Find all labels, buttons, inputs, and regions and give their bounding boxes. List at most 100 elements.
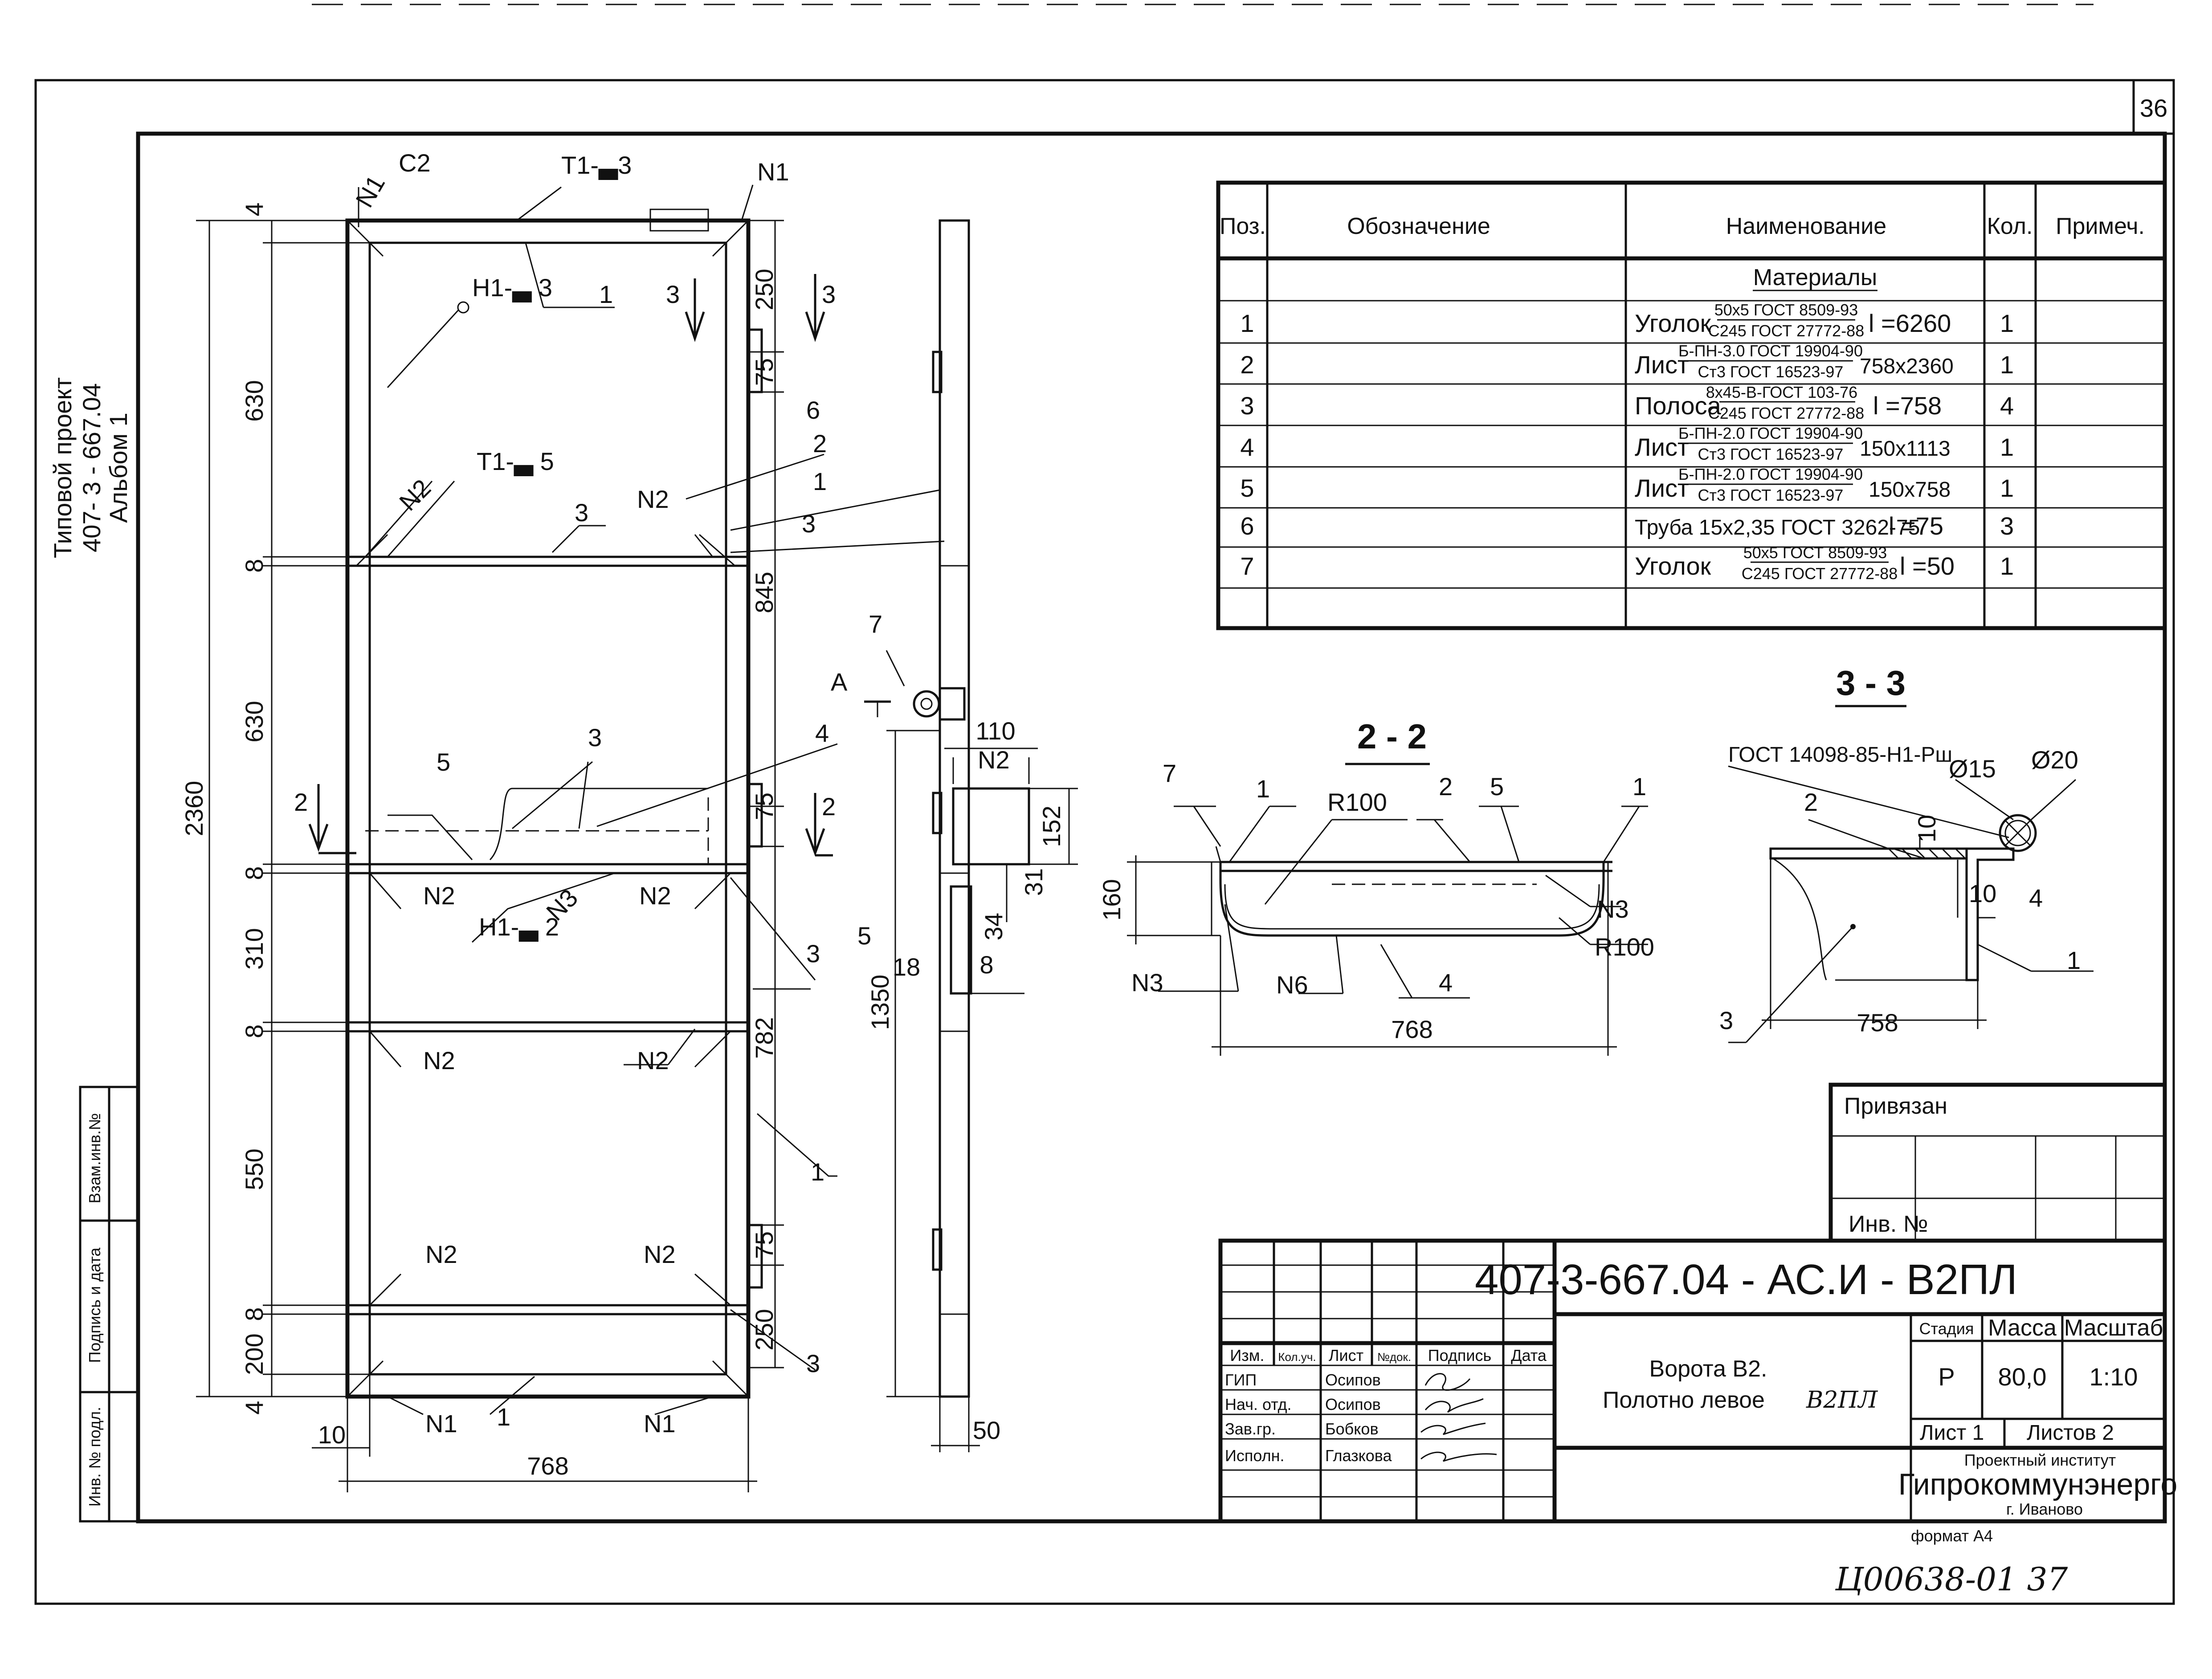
spec-pos: 4 [1240,433,1254,461]
label-pos3-upper: 3 [575,498,588,527]
label-h1-d2: H1-▃ 2 [479,913,559,942]
sheet-frame [34,4,2175,1605]
spec-size: l =6260 [1869,309,1951,337]
sec2-dim-768: 768 [1391,1015,1432,1043]
label-n2-lower-right: N2 [637,1046,669,1074]
spec-qty: 1 [2000,552,2014,580]
dim-8-a: 8 [240,559,268,572]
sec3-label-2: 2 [1804,788,1818,816]
label-h1-d3: H1-▃ 3 [472,274,552,302]
signature-scribble [1424,1373,1471,1391]
dim-side-1350: 1350 [866,975,894,1030]
section-2-2-title: 2 - 2 [1357,717,1427,756]
spec-frac-top: 50x5 ГОСТ 8509-93 [1743,543,1887,562]
label-pos6: 6 [806,396,820,424]
spec-row: 2 Лист Б-ПН-3.0 ГОСТ 19904-90 Ст3 ГОСТ 1… [1240,342,2014,381]
tb-person-name: Бобков [1325,1420,1379,1438]
label-pos1-right: 1 [813,467,827,495]
tb-person-name: Осипов [1325,1371,1381,1389]
spec-row: 7 Уголок 50x5 ГОСТ 8509-93 С245 ГОСТ 277… [1240,543,2014,583]
label-n1-bottom-right: N1 [644,1409,676,1438]
spec-item-name: Лист [1635,433,1689,461]
tb-role: Нач. отд. [1225,1395,1292,1413]
sec2-label-2: 2 [1439,772,1453,801]
dim-8-d: 8 [240,1307,268,1321]
tb-mass-header: Масса [1988,1315,2057,1341]
sec3-dim-10-v: 10 [1913,815,1941,842]
spec-frac-bottom: Ст3 ГОСТ 16523-97 [1698,363,1844,381]
sec2-label-n3-left: N3 [1131,968,1163,997]
tb-role: ГИП [1225,1371,1257,1389]
stamp-cell-signature-date: Подпись и дата [86,1247,104,1363]
spec-qty: 1 [2000,351,2014,379]
label-pos1-bottom: 1 [497,1403,510,1431]
dim-right-250-bottom: 250 [750,1309,778,1350]
label-n2-mid-left: N2 [423,882,455,910]
tb-sig-doc: №док. [1377,1350,1411,1364]
dim-side-8: 8 [979,951,993,979]
tb-sig-list: Лист [1329,1346,1363,1364]
tb-code: 407-3-667.04 - АС.И - В2ПЛ [1475,1256,2017,1303]
label-t1-d3: T1-▃3 [561,151,632,180]
tb-org-city: г. Иваново [2006,1500,2083,1518]
spec-size: 758x2360 [1860,355,1954,378]
side-stamp: Типовой проект 407- 3 - 667.04 Альбом 1 [49,377,132,558]
label-n2-mid-right: N2 [639,882,671,910]
tb-mass: 80,0 [1998,1363,2047,1391]
sheet-number: 36 [2140,94,2167,122]
dim-bottom-10: 10 [318,1421,346,1449]
dim-total-2360: 2360 [180,781,208,837]
dim-side-50: 50 [973,1416,1000,1444]
spec-header-designation: Обозначение [1347,213,1490,239]
label-n1-bottom-left: N1 [425,1409,457,1438]
spec-qty: 3 [2000,512,2014,540]
spec-row: 6 Труба 15x2,35 ГОСТ 3262-75 l =75 3 [1240,512,2014,540]
bottom-dimension [312,1374,757,1492]
label-t1-d5: T1-▃ 5 [477,447,554,476]
sec3-d20: Ø20 [2031,746,2078,774]
spec-table: Поз. Обозначение Наименование Кол. Приме… [1216,180,2167,630]
dim-side-34: 34 [979,913,1008,940]
label-pos3-right: 3 [802,510,816,538]
title-block [1218,1083,2167,1524]
spec-frac-bottom: С245 ГОСТ 27772-88 [1708,404,1864,422]
sec3-dim-4: 4 [2029,884,2043,912]
stamp-cell-inv-original: Инв. № подл. [86,1407,104,1507]
left-dimensions [196,220,370,1397]
spec-item-name: Полоса [1635,392,1722,420]
spec-item-name: Труба 15x2,35 ГОСТ 3262-75 [1635,516,1920,539]
tb-sheets: Листов 2 [2027,1421,2114,1445]
dim-630-b: 630 [240,701,268,742]
dim-right-845: 845 [750,572,778,613]
label-n2-upper-right: N2 [637,485,669,513]
stamp-cell-replaced-inv: Взам.инв.№ [86,1113,104,1203]
tb-sheet: Лист 1 [1920,1421,1984,1445]
label-section-a: A [831,668,848,696]
spec-item-name: Лист [1635,474,1689,502]
tb-sig-kol: Кол.уч. [1278,1350,1316,1364]
label-n2-lower-left: N2 [423,1046,455,1074]
label-n2-bottom-right: N2 [644,1240,676,1268]
dim-8-b: 8 [240,866,268,880]
sec2-label-r100-bottom: R100 [1595,933,1654,961]
side-stamp-line3: Альбом 1 [104,413,132,523]
tb-person-row: Исполн. Глазкова [1225,1446,1497,1465]
tb-format: формат А4 [1911,1527,1993,1545]
dim-200: 200 [240,1333,268,1375]
section-2-2 [1127,763,1648,1056]
dim-right-782: 782 [750,1017,778,1058]
label-pos1-top: 1 [599,280,613,308]
tb-description-line1: Ворота В2. [1649,1356,1767,1382]
sec2-label-1-left: 1 [1256,775,1270,803]
spec-size: 150x758 [1869,478,1951,502]
spec-frac-bottom: С245 ГОСТ 27772-88 [1708,322,1864,340]
label-n1-top: N1 [757,158,789,186]
label-pos1-lower: 1 [811,1158,824,1186]
dim-550: 550 [240,1148,268,1190]
spec-item-name: Уголок [1635,552,1711,580]
spec-pos: 1 [1240,309,1254,337]
spec-size: 150x1113 [1860,437,1951,461]
signature-scribble [1420,1451,1497,1462]
spec-frac-top: 50x5 ГОСТ 8509-93 [1714,301,1858,319]
left-stamp: Взам.инв.№ Подпись и дата Инв. № подл. [79,1086,139,1523]
